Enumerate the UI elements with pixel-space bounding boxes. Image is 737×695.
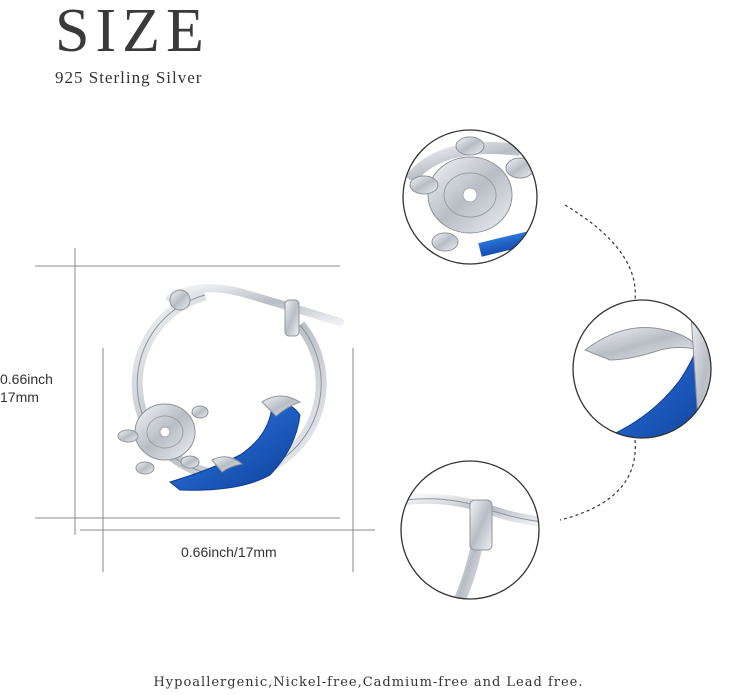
height-mm: 17mm <box>0 389 39 405</box>
height-dimension: 0.66inch 17mm <box>0 370 53 406</box>
main-earring <box>117 284 344 491</box>
detail-turtle-zoom <box>402 129 538 265</box>
width-dimension: 0.66inch/17mm <box>181 544 277 560</box>
turtle-charm <box>117 403 209 475</box>
detail-connector <box>559 204 636 521</box>
detail-wave-zoom <box>572 299 712 439</box>
material-label: 925 Sterling Silver <box>55 68 203 87</box>
detail-clasp-zoom <box>400 460 540 600</box>
dimension-guides <box>35 248 375 572</box>
footer-note: Hypoallergenic,Nickel-free,Cadmium-free … <box>153 675 584 690</box>
page-title: SIZE <box>55 0 210 65</box>
height-inch: 0.66inch <box>0 371 53 387</box>
